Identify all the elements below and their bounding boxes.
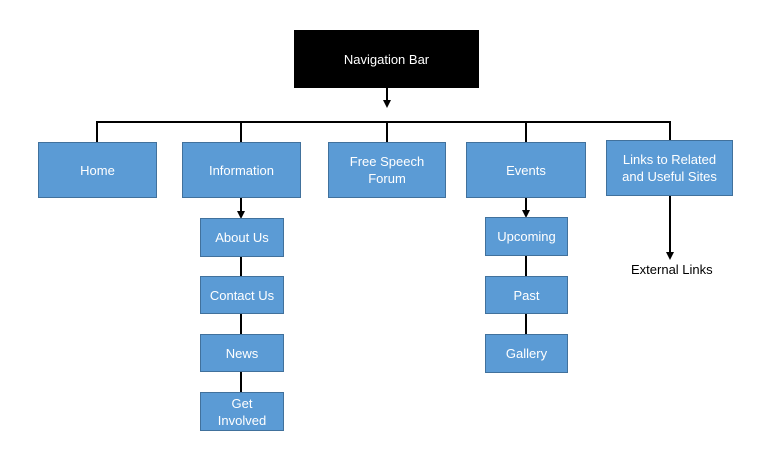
node-gallery: Gallery xyxy=(485,334,568,373)
external-links-label: External Links xyxy=(631,262,713,277)
bus-line xyxy=(96,121,671,142)
node-label: Information xyxy=(208,162,275,178)
node-label: Contact Us xyxy=(209,287,275,303)
node-label: Links to Related and Useful Sites xyxy=(622,152,717,184)
node-label: Navigation Bar xyxy=(343,51,430,67)
node-label: Free Speech Forum xyxy=(349,154,425,186)
node-label: Home xyxy=(80,162,115,178)
node-label: Get Involved xyxy=(217,395,267,428)
node-get-involved: Get Involved xyxy=(200,392,284,431)
node-past: Past xyxy=(485,276,568,314)
node-contact-us: Contact Us xyxy=(200,276,284,314)
node-news: News xyxy=(200,334,284,372)
node-label: Events xyxy=(506,162,546,178)
node-free-speech-forum: Free Speech Forum xyxy=(328,142,446,198)
node-information: Information xyxy=(182,142,301,198)
node-label: Upcoming xyxy=(497,229,556,244)
node-label: News xyxy=(225,345,259,361)
node-links-related: Links to Related and Useful Sites xyxy=(606,140,733,196)
node-home: Home xyxy=(38,142,157,198)
node-label: Gallery xyxy=(505,346,548,361)
node-label: About Us xyxy=(215,230,269,245)
node-label: Past xyxy=(513,287,540,303)
node-events: Events xyxy=(466,142,586,198)
node-about-us: About Us xyxy=(200,218,284,257)
node-upcoming: Upcoming xyxy=(485,217,568,256)
navigation-bar-node: Navigation Bar xyxy=(294,30,479,88)
